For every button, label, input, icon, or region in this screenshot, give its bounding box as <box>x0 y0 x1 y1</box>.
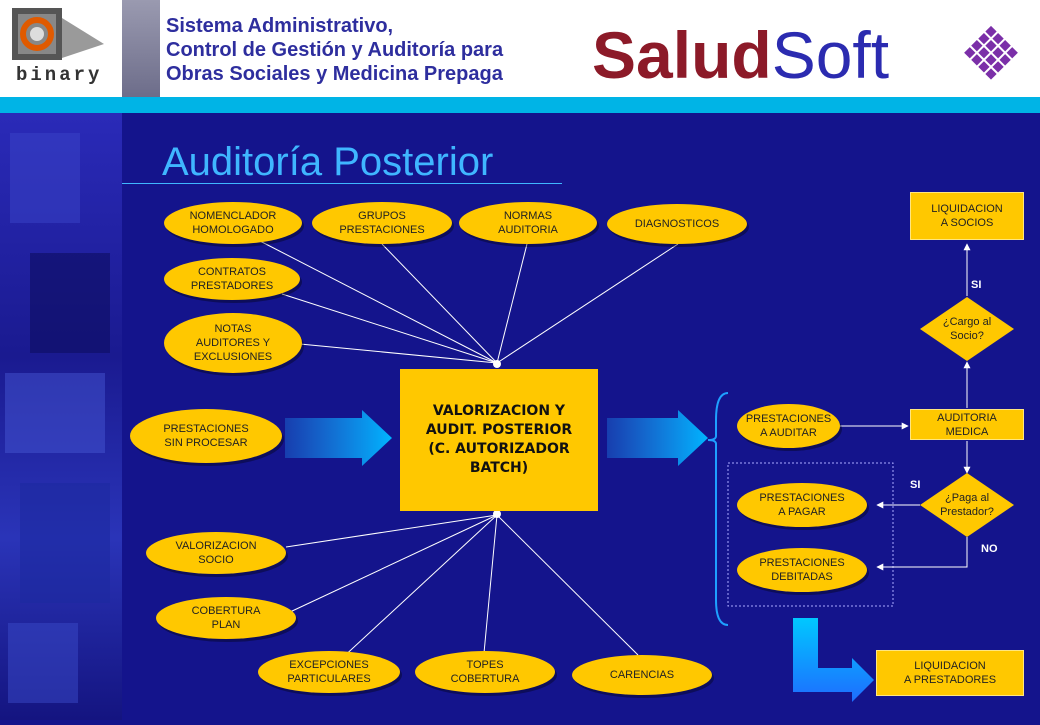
header-photo <box>122 0 160 97</box>
decision-paga-prestador <box>920 473 1014 537</box>
system-subtitle: Sistema Administrativo, Control de Gesti… <box>166 14 503 86</box>
dotted-group-box <box>727 462 894 607</box>
subtitle-line: Obras Sociales y Medicina Prepaga <box>166 63 503 85</box>
right-flow-arrows <box>840 243 971 571</box>
top-converging-lines <box>257 239 679 364</box>
header-divider-bar <box>0 97 1040 113</box>
side-photo-texture <box>5 133 110 703</box>
node-excepciones-particulares: EXCEPCIONES PARTICULARES <box>258 651 400 693</box>
binary-logo <box>4 4 116 92</box>
brace-icon <box>707 392 729 626</box>
subtitle-line: Control de Gestión y Auditoría para <box>166 39 504 61</box>
decision-cargo-socio-label: ¿Cargo al Socio? <box>942 316 992 342</box>
node-prestaciones-sin-procesar: PRESTACIONES SIN PROCESAR <box>130 409 282 463</box>
brand-part-salud: Salud <box>592 18 772 92</box>
arrow-out-of-process <box>607 410 708 466</box>
decision-cargo-socio <box>920 297 1014 361</box>
node-nomenclador-homologado: NOMENCLADOR HOMOLOGADO <box>164 202 302 244</box>
node-carencias: CARENCIAS <box>572 655 712 695</box>
node-liquidacion-a-prestadores: LIQUIDACION A PRESTADORES <box>876 650 1024 696</box>
arrow-to-liquidacion-prestadores <box>793 618 874 702</box>
page-title: Auditoría Posterior <box>162 140 494 184</box>
node-grupos-prestaciones: GRUPOS PRESTACIONES <box>312 202 452 244</box>
node-topes-cobertura: TOPES COBERTURA <box>415 651 555 693</box>
header <box>0 0 1040 97</box>
node-cobertura-plan: COBERTURA PLAN <box>156 597 296 639</box>
label-si-cargo: SI <box>971 279 982 291</box>
arrow-into-process <box>285 410 392 466</box>
node-prestaciones-a-pagar: PRESTACIONES A PAGAR <box>737 483 867 527</box>
label-no-paga: NO <box>981 543 998 555</box>
node-diagnosticos: DIAGNOSTICOS <box>607 204 747 244</box>
node-normas-auditoria: NORMAS AUDITORIA <box>459 202 597 244</box>
node-notas-auditores: NOTAS AUDITORES Y EXCLUSIONES <box>164 313 302 373</box>
saludsoft-diamond-logo-icon <box>964 25 1018 80</box>
logo-text: binary <box>16 64 103 86</box>
node-contratos-prestadores: CONTRATOS PRESTADORES <box>164 258 300 300</box>
decision-paga-prestador-label: ¿Paga al Prestador? <box>940 492 994 518</box>
node-liquidacion-a-socios: LIQUIDACION A SOCIOS <box>910 192 1024 240</box>
bottom-converging-lines <box>285 514 639 661</box>
binary-logo-icon <box>12 8 104 60</box>
node-valorizacion-socio: VALORIZACION SOCIO <box>146 532 286 574</box>
process-valorizacion-auditoria: VALORIZACION Y AUDIT. POSTERIOR (C. AUTO… <box>400 369 598 511</box>
title-underline <box>122 183 562 184</box>
brand-part-soft: Soft <box>771 18 890 92</box>
subtitle-line: Sistema Administrativo, <box>166 15 394 37</box>
top-junction-dot <box>493 360 501 368</box>
label-si-paga: SI <box>910 479 921 491</box>
node-prestaciones-a-auditar: PRESTACIONES A AUDITAR <box>737 404 840 448</box>
saludsoft-brand: SaludSoft <box>592 22 889 88</box>
side-photo-panel <box>0 113 122 720</box>
node-auditoria-medica: AUDITORIA MEDICA <box>910 409 1024 440</box>
bottom-junction-dot <box>493 510 501 518</box>
node-prestaciones-debitadas: PRESTACIONES DEBITADAS <box>737 548 867 592</box>
